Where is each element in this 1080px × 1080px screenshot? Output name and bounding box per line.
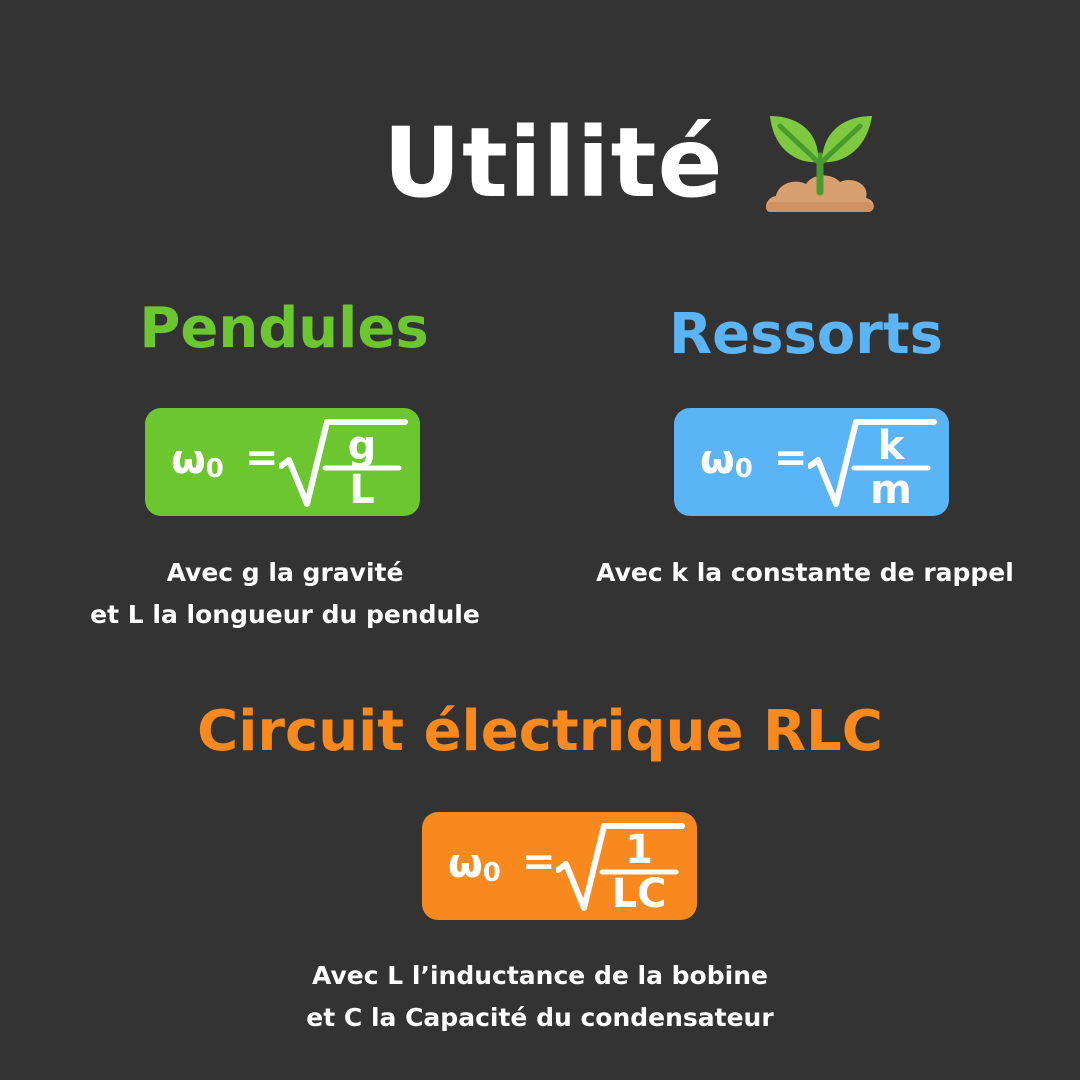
description-line: Avec L l’inductance de la bobine <box>312 961 768 990</box>
formula-numerator: k <box>877 423 905 469</box>
formula-lhs: ω0 <box>448 841 501 888</box>
square-root-icon <box>279 419 408 507</box>
formula-numerator: 1 <box>625 827 653 873</box>
page-title: Utilité <box>383 107 724 219</box>
square-root-icon <box>556 823 685 911</box>
formula-box-ressorts: ω0 = k m <box>674 408 949 516</box>
description-line: Avec g la gravité <box>166 558 404 587</box>
formula-equals: = <box>522 839 556 885</box>
formula-numerator: g <box>347 423 377 469</box>
section-heading-rlc: Circuit électrique RLC <box>197 699 883 764</box>
formula-equals: = <box>245 435 279 481</box>
formula-denominator: m <box>870 467 912 513</box>
section-heading-ressorts: Ressorts <box>669 302 943 367</box>
formula-box-pendules: ω0 = g L <box>145 408 420 516</box>
description-line: et C la Capacité du condensateur <box>306 1003 774 1032</box>
square-root-icon <box>808 419 937 507</box>
description-line: et L la longueur du pendule <box>90 600 480 629</box>
section-description-rlc: Avec L l’inductance de la bobine et C la… <box>260 955 820 1039</box>
formula-box-rlc: ω0 = 1 LC <box>422 812 697 920</box>
formula-lhs: ω0 <box>171 437 224 484</box>
formula-denominator: LC <box>611 871 667 917</box>
section-description-ressorts: Avec k la constante de rappel <box>570 552 1040 594</box>
sprout-icon <box>766 116 874 212</box>
formula-lhs: ω0 <box>700 437 753 484</box>
section-heading-pendules: Pendules <box>139 296 429 361</box>
formula-denominator: L <box>349 467 375 513</box>
formula-equals: = <box>774 435 808 481</box>
section-description-pendules: Avec g la gravité et L la longueur du pe… <box>40 552 530 636</box>
description-line: Avec k la constante de rappel <box>596 558 1014 587</box>
